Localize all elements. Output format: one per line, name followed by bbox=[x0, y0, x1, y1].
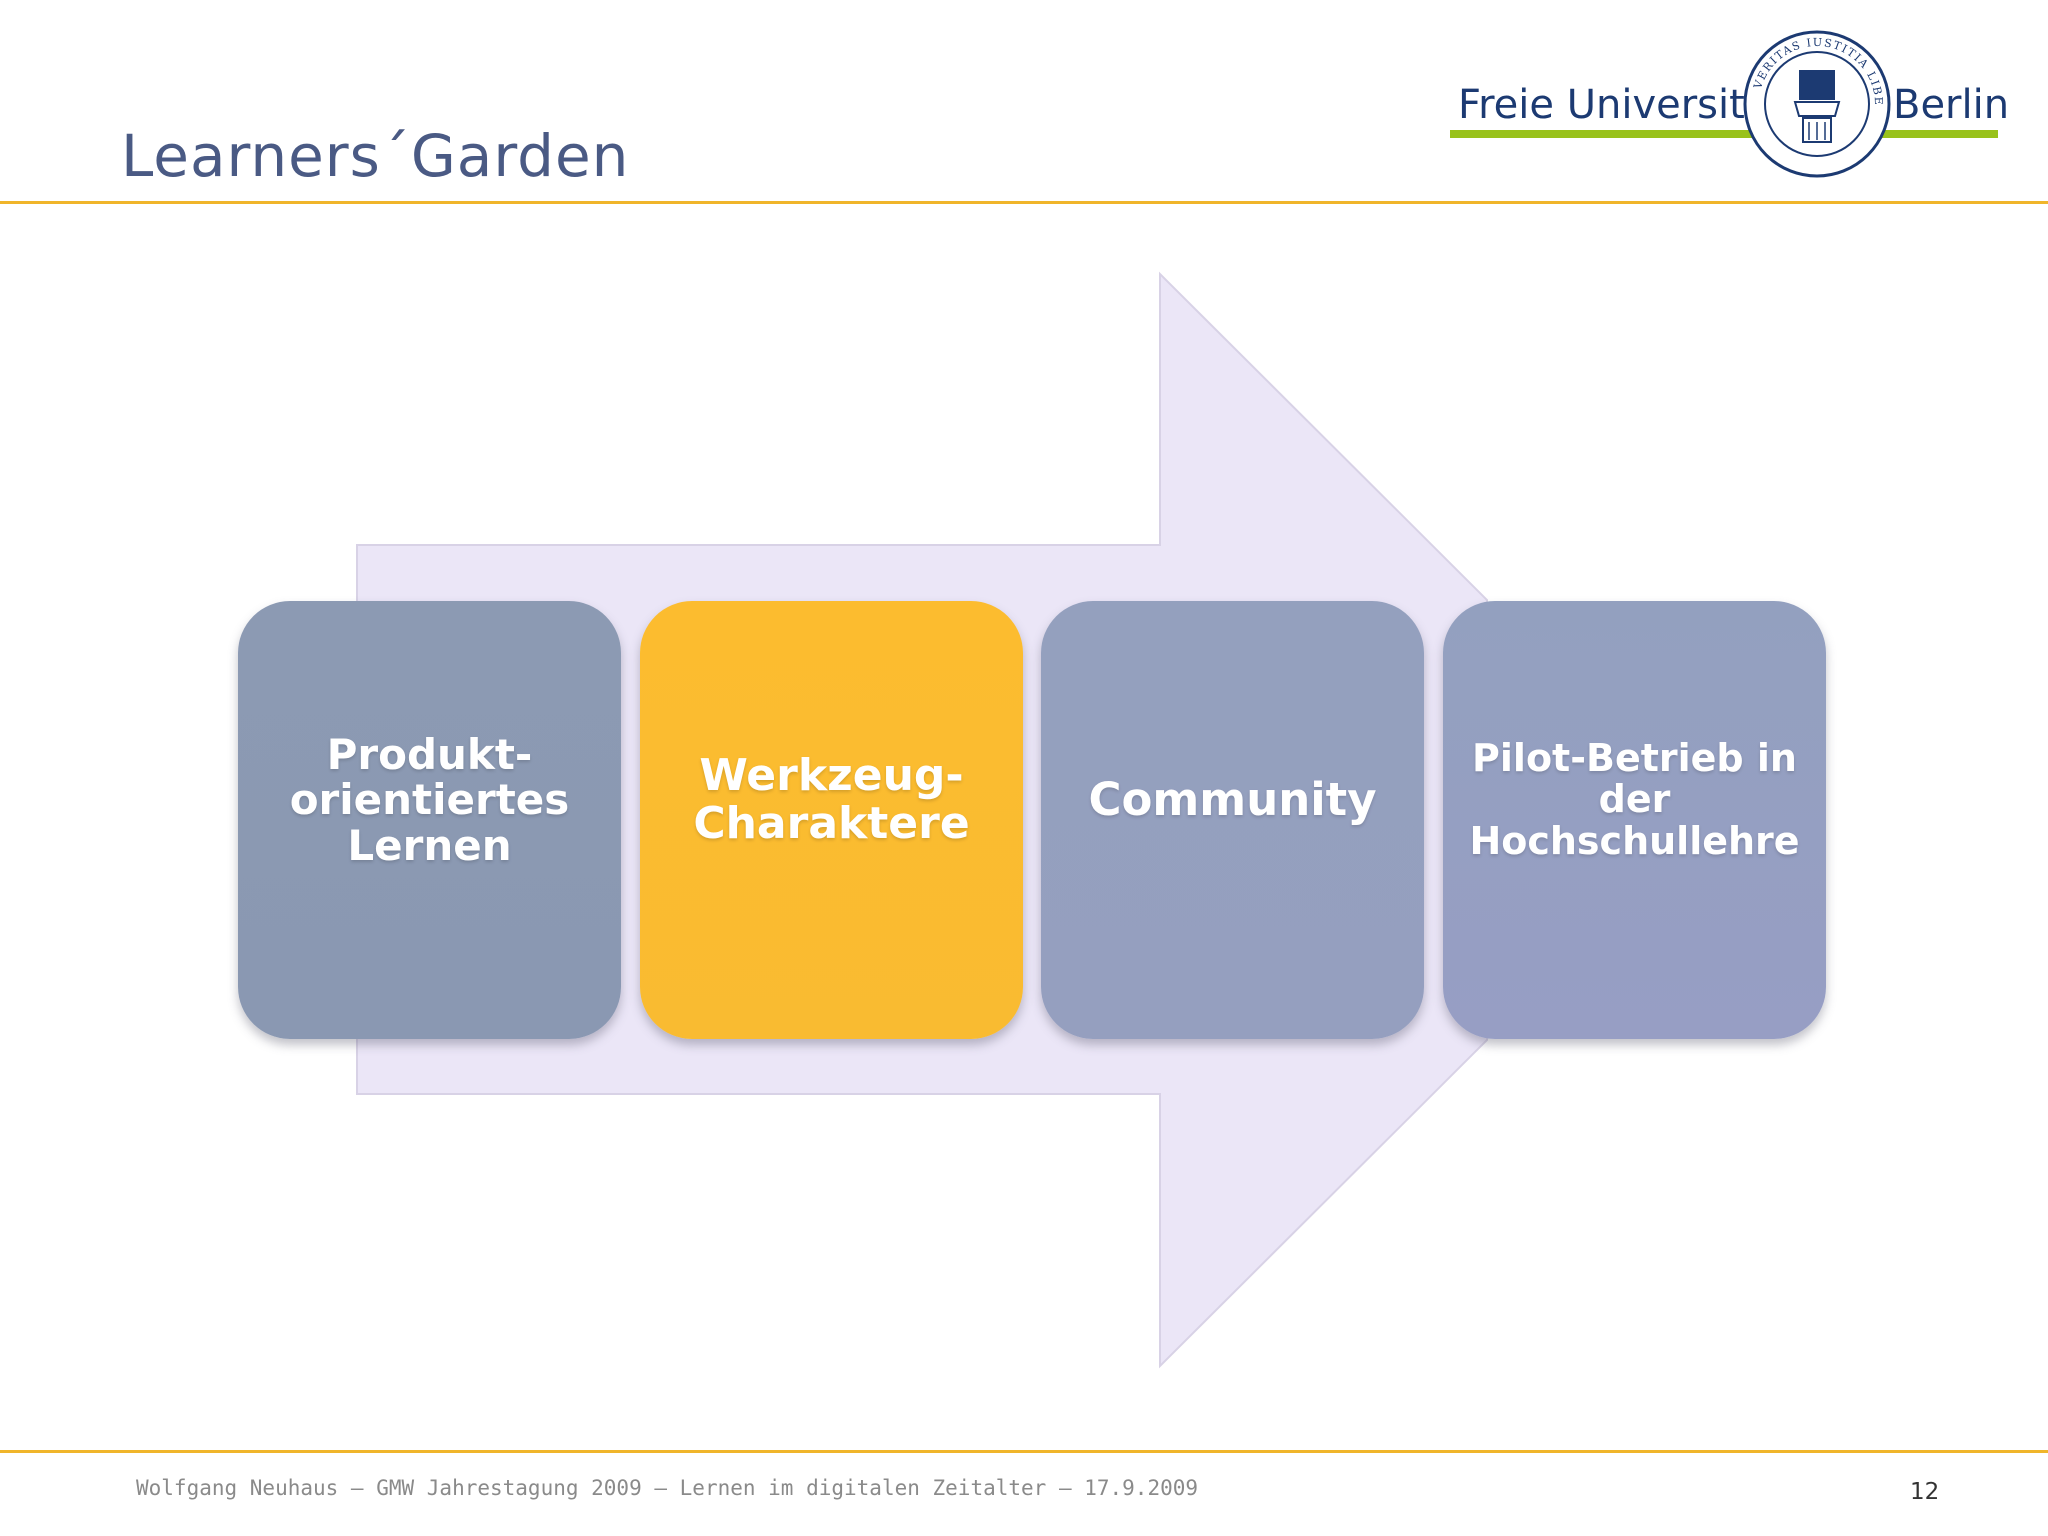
step-1-line-2: orientiertes bbox=[289, 775, 570, 825]
logo-left-text: Freie Universität bbox=[1458, 82, 1786, 128]
step-box-3: Community bbox=[1041, 601, 1424, 1039]
university-seal-icon: VERITAS IUSTITIA LIBERTAS bbox=[1743, 30, 1891, 178]
step-4-line-2: der bbox=[1598, 777, 1671, 822]
step-label-4: Pilot-Betrieb in der Hochschullehre bbox=[1469, 738, 1799, 861]
footer-text: Wolfgang Neuhaus – GMW Jahrestagung 2009… bbox=[136, 1476, 1199, 1500]
page-number: 12 bbox=[1910, 1479, 1940, 1505]
step-label-3: Community bbox=[1088, 772, 1377, 826]
step-2-line-1: Werkzeug- bbox=[699, 750, 964, 802]
top-divider bbox=[0, 201, 2048, 204]
step-box-1: Produkt- orientiertes Lernen bbox=[238, 601, 621, 1039]
step-1-line-3: Lernen bbox=[347, 820, 512, 870]
logo-green-bar bbox=[1450, 130, 1998, 138]
step-label-1: Produkt- orientiertes Lernen bbox=[290, 732, 570, 868]
step-box-2: Werkzeug- Charaktere bbox=[640, 601, 1023, 1039]
step-label-2: Werkzeug- Charaktere bbox=[693, 752, 969, 847]
step-4-line-3: Hochschullehre bbox=[1469, 818, 1800, 863]
university-logo: Freie Universität Berlin VERITAS IUSTITI… bbox=[1450, 30, 2009, 185]
step-2-line-2: Charaktere bbox=[693, 798, 970, 849]
step-4-line-1: Pilot-Betrieb in bbox=[1472, 736, 1797, 781]
bottom-divider bbox=[0, 1450, 2048, 1453]
step-1-line-1: Produkt- bbox=[326, 729, 533, 779]
logo-right-text: Berlin bbox=[1893, 82, 2010, 128]
slide-title: Learners´Garden bbox=[121, 122, 630, 190]
step-box-4: Pilot-Betrieb in der Hochschullehre bbox=[1443, 601, 1826, 1039]
step-3-line-1: Community bbox=[1088, 772, 1377, 826]
